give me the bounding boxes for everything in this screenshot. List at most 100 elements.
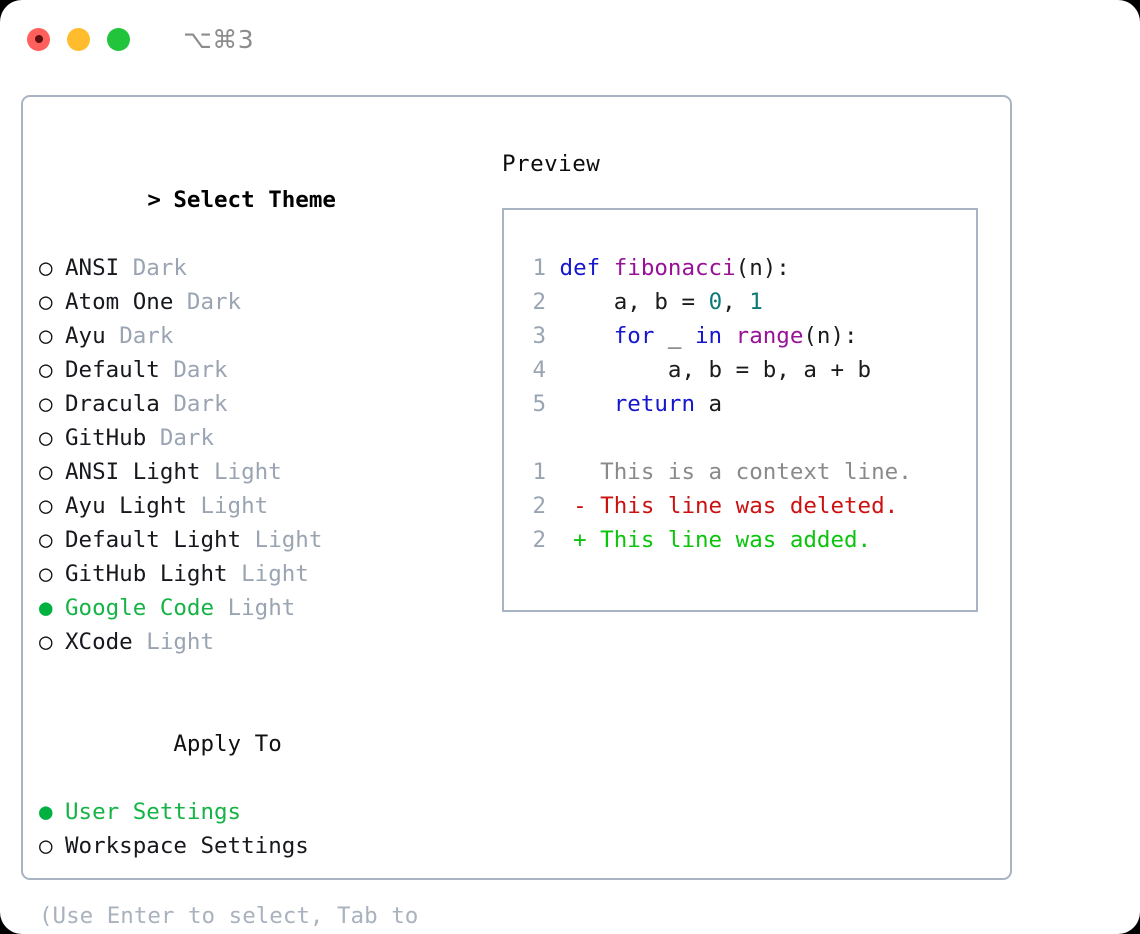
diff-line-text: - This line was deleted. (546, 493, 899, 519)
radio-unselected-icon: ○ (39, 493, 53, 519)
code-token: 0 (708, 289, 723, 315)
theme-name: Google Code (65, 595, 228, 621)
theme-name: Ayu Light (65, 493, 201, 519)
code-token: in (695, 323, 723, 349)
theme-list-item[interactable]: ○ Dracula Dark (39, 387, 479, 421)
theme-variant: Dark (132, 255, 187, 281)
apply-to-marker-placeholder (147, 727, 173, 761)
theme-name: Default (65, 357, 174, 383)
theme-variant: Light (214, 459, 282, 485)
theme-list-item[interactable]: ○Default Dark (39, 353, 479, 387)
theme-variant: Light (200, 493, 269, 519)
code-token: a, b = b, a + b (559, 357, 872, 383)
diff-line: 2 + This line was added. (516, 523, 970, 557)
code-token: range (735, 323, 804, 349)
theme-variant: Dark (173, 357, 228, 383)
radio-unselected-icon: ○ (39, 833, 53, 859)
code-line-number: 4 (532, 357, 546, 383)
code-token: for (613, 323, 655, 349)
theme-name: ANSI (65, 255, 133, 281)
code-line: 3 for _ in range(n): (516, 319, 970, 353)
theme-name: GitHub Light (65, 561, 242, 587)
code-token (722, 323, 736, 349)
section-gap (39, 659, 479, 693)
theme-list-item[interactable]: ○ANSI Light Light (39, 455, 479, 489)
theme-variant: Dark (186, 289, 242, 315)
code-line-number: 5 (532, 391, 546, 417)
hint-gap (39, 863, 479, 897)
radio-unselected-icon: ○ (39, 629, 53, 655)
apply-to-list: ●User Settings ○ Workspace Settings (39, 795, 479, 863)
theme-list-item[interactable]: ○ Default Light Light (39, 523, 479, 557)
radio-unselected-icon: ○ (39, 255, 53, 281)
main-panel: >Select Theme ○ANSI Dark○Atom One Dark○A… (21, 95, 1012, 929)
zoom-button[interactable] (107, 27, 130, 51)
code-token: , (722, 289, 750, 315)
theme-name: XCode (65, 629, 147, 655)
code-token: a, b = (559, 289, 709, 315)
heading-label: Select Theme (173, 187, 336, 213)
apply-to-item[interactable]: ●User Settings (39, 795, 479, 829)
window-title: ⌥⌘3 (183, 24, 255, 54)
code-token: fibonacci (613, 255, 736, 281)
theme-list-item[interactable]: ○ GitHub Dark (39, 421, 479, 455)
apply-to-item-label: User Settings (65, 799, 242, 825)
radio-unselected-icon: ○ (39, 391, 53, 417)
theme-list-item[interactable]: ○ GitHub Light Light (39, 557, 479, 591)
code-token: _ (654, 323, 696, 349)
theme-list-item[interactable]: ○Atom One Dark (39, 285, 479, 319)
theme-variant: Light (241, 561, 309, 587)
theme-list-item[interactable]: ○ ANSI Dark (39, 251, 479, 285)
diff-line-number: 2 (532, 527, 546, 553)
code-line: 5 return a (516, 387, 970, 421)
heading-caret-icon: > (147, 187, 161, 213)
diff-line-number: 2 (532, 493, 546, 519)
keyboard-hint: (Use Enter to select, Tab to change focu… (39, 903, 419, 929)
code-token: def (559, 255, 614, 281)
code-token (560, 391, 614, 417)
theme-variant: Light (227, 595, 296, 621)
code-token: return (613, 391, 696, 417)
theme-variant: Dark (173, 391, 228, 417)
diff-line-text: + This line was added. (546, 527, 872, 553)
theme-variant: Dark (159, 425, 215, 451)
theme-name: Atom One (65, 289, 187, 315)
code-token: (n): (803, 323, 858, 349)
theme-variant: Light (146, 629, 215, 655)
code-line: 2 a, b = 0, 1 (516, 285, 970, 319)
radio-unselected-icon: ○ (39, 527, 53, 553)
close-button[interactable] (27, 27, 50, 51)
theme-name: Default Light (65, 527, 255, 553)
theme-name: Dracula (65, 391, 174, 417)
minimize-button[interactable] (67, 27, 90, 51)
theme-list-item[interactable]: ○ Ayu Light Light (39, 489, 479, 523)
theme-name: GitHub (65, 425, 160, 451)
diff-line: 1 This is a context line. (516, 455, 970, 489)
code-line: 4 a, b = b, a + b (516, 353, 970, 387)
radio-unselected-icon: ○ (39, 561, 53, 587)
apply-to-heading: Apply To (39, 693, 479, 795)
theme-name: Ayu (65, 323, 120, 349)
theme-list-item[interactable]: ○Ayu Dark (39, 319, 479, 353)
code-token: 1 (749, 289, 763, 315)
radio-unselected-icon: ○ (39, 323, 53, 349)
radio-unselected-icon: ○ (39, 459, 53, 485)
apply-to-item[interactable]: ○ Workspace Settings (39, 829, 479, 863)
theme-variant: Light (254, 527, 323, 553)
preview-label: Preview (502, 151, 601, 177)
apply-to-item-label: Workspace Settings (65, 833, 309, 859)
code-token (560, 323, 614, 349)
theme-picker-heading: > Select Theme (39, 149, 479, 251)
radio-unselected-icon: ○ (39, 425, 53, 451)
code-token: (n): (735, 255, 790, 281)
diff-line-text: This is a context line. (546, 459, 912, 485)
theme-list-item[interactable]: ○ XCode Light (39, 625, 479, 659)
theme-list: ○ANSI Dark○Atom One Dark○Ayu Dark○Defaul… (39, 251, 479, 659)
theme-list-item[interactable]: ● Google Code Light (39, 591, 479, 625)
code-token: a (695, 391, 723, 417)
radio-selected-icon: ● (39, 595, 53, 621)
code-diff-separator (516, 421, 970, 455)
